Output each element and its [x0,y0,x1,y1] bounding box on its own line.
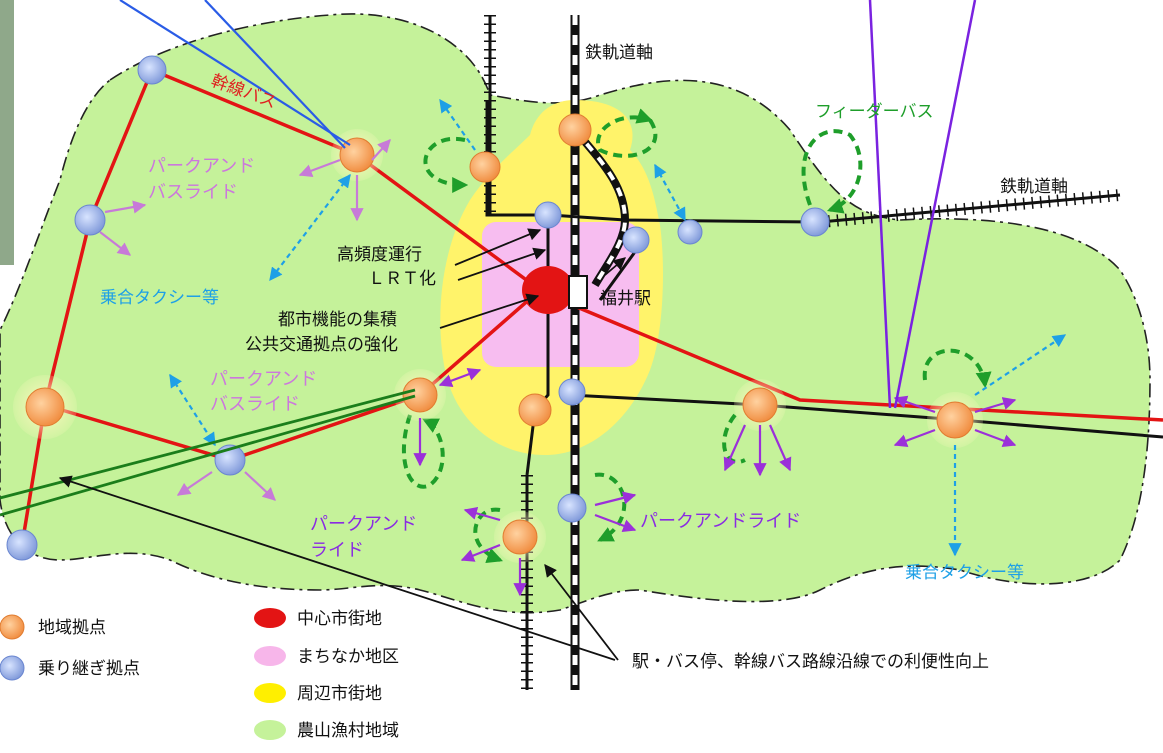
transfer-hub [622,226,650,254]
label-park-bus-ride-1b: バスライド [148,182,238,203]
photo-strip [0,0,14,265]
regional-hub [502,519,538,555]
transfer-hub [74,204,106,236]
label-rail-axis-right: 鉄軌道軸 [1000,177,1068,197]
label-lrt: ＬＲＴ化 [368,269,436,289]
legend: 地域拠点 乗り継ぎ拠点 中心市街地 まちなか地区 周辺市街地 農山漁村地域 [0,608,399,741]
regional-hub [518,393,552,427]
label-urban-function: 都市機能の集積 [278,310,397,330]
legend-label: まちなか地区 [297,647,399,667]
label-shared-taxi-left: 乗合タクシー等 [100,288,219,308]
transfer-hub [558,378,586,406]
label-rail-axis-top: 鉄軌道軸 [585,43,653,63]
label-feeder-bus: フィーダーバス [815,102,934,122]
legend-label: 農山漁村地域 [297,721,399,741]
pointer-lines [0,0,977,517]
legend-label: 周辺市街地 [297,684,382,704]
legend-swatch-machinaka [254,646,286,666]
transfer-hub [534,201,562,229]
regional-hubs [25,113,974,555]
regional-hub [558,113,592,147]
annotation-arrows [58,228,626,661]
legend-swatch-rural [254,720,286,740]
park-bus-ride-arrows [99,139,391,501]
legend-swatch-regional-hub [0,614,25,640]
label-fukui-station: 福井駅 [600,289,651,309]
regional-hub [339,137,375,173]
feeder-bus-loops [401,108,992,563]
legend-label: 中心市街地 [297,609,382,629]
transfer-hub [677,219,703,245]
label-park-ride-left-a: パークアンド [310,514,417,535]
fukui-station-marker [568,275,588,309]
city-center [522,266,574,314]
legend-swatch-suburban [254,683,286,703]
label-park-ride-left-b: ライド [310,540,364,561]
label-transit-hub: 公共交通拠点の強化 [245,335,398,355]
transfer-hub [137,55,167,85]
transfer-hub [557,493,587,523]
regional-hub [469,151,501,183]
transfer-hub [6,529,38,561]
label-shared-taxi-right: 乗合タクシー等 [905,563,1024,583]
regional-hub [936,401,974,439]
legend-swatch-transfer-hub [0,655,25,681]
transfer-hubs [6,55,830,561]
regional-hub [25,387,65,427]
label-park-bus-ride-2a: パークアンド [210,369,317,390]
legend-label: 乗り継ぎ拠点 [38,659,140,679]
legend-swatch-center [254,608,286,628]
label-high-frequency: 高頻度運行 [337,245,422,265]
label-park-bus-ride-1a: パークアンド [148,156,255,177]
park-ride-arrows [413,367,1017,597]
regional-hub [402,377,438,413]
regional-hub [742,387,778,423]
label-park-ride-right: パークアンドライド [640,511,801,532]
transfer-hub [800,207,830,237]
label-park-bus-ride-2b: バスライド [210,394,300,415]
shared-taxi-arrows [169,98,1067,557]
label-convenience: 駅・バス停、幹線バス路線沿線での利便性向上 [632,651,989,672]
legend-label: 地域拠点 [38,618,106,638]
